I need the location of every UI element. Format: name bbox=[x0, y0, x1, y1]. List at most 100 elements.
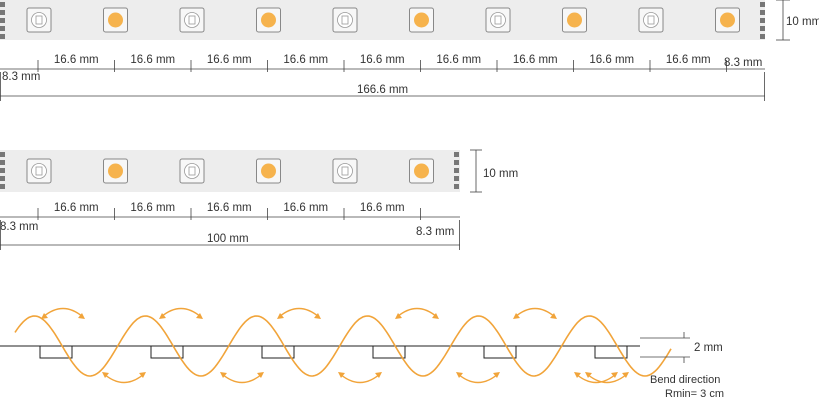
solder-pad bbox=[454, 160, 459, 165]
arrow-head bbox=[585, 372, 592, 378]
ic-chip-core bbox=[494, 15, 502, 25]
arrow-head bbox=[375, 372, 382, 378]
led-emitter bbox=[567, 12, 582, 28]
arrow-head bbox=[338, 372, 345, 378]
bend-diagram: 2 mm Bend direction Rmin= 3 cm bbox=[0, 307, 724, 400]
solder-pad bbox=[0, 176, 5, 181]
arrow-head bbox=[622, 372, 629, 378]
strip-1-pitch-ticks bbox=[37, 60, 727, 72]
pitch-label: 16.6 mm bbox=[436, 54, 481, 66]
bend-arrow-top bbox=[278, 307, 320, 318]
pitch-label: 16.6 mm bbox=[207, 202, 252, 214]
arrow-head bbox=[78, 313, 85, 319]
strip-2-pitch-labels: 16.6 mm 16.6 mm 16.6 mm 16.6 mm 16.6 mm bbox=[54, 202, 405, 214]
strip-segment bbox=[39, 345, 73, 359]
strip-segment bbox=[594, 345, 628, 359]
ic-chip-core bbox=[188, 15, 196, 25]
strip-2-pitch-ticks bbox=[37, 208, 421, 220]
bend-arrows bbox=[41, 307, 629, 384]
arrow-head bbox=[220, 372, 227, 378]
arrow-head bbox=[277, 313, 284, 319]
ic-chip-core bbox=[341, 15, 349, 25]
pitch-label: 16.6 mm bbox=[207, 54, 252, 66]
strip-1-right-pads bbox=[760, 2, 765, 39]
arrow-head bbox=[456, 372, 463, 378]
solder-pad bbox=[0, 10, 5, 15]
strip-1-left-pads bbox=[0, 2, 5, 39]
bend-arrow-bottom bbox=[457, 373, 499, 384]
arrow-head bbox=[611, 372, 618, 378]
strip-2-end-label-right: 8.3 mm bbox=[416, 226, 454, 238]
ic-chip-core bbox=[35, 15, 43, 25]
pitch-label: 16.6 mm bbox=[360, 202, 405, 214]
solder-pad bbox=[454, 168, 459, 173]
bend-arrow-bottom bbox=[103, 373, 145, 384]
arrow-head bbox=[493, 372, 500, 378]
solder-pad bbox=[0, 168, 5, 173]
arrow-head bbox=[395, 313, 402, 319]
bend-arrow-bottom bbox=[586, 373, 628, 384]
solder-pad bbox=[0, 2, 5, 7]
arrow-head bbox=[550, 313, 557, 319]
strip-1-pitch-labels: 16.6 mm 16.6 mm 16.6 mm 16.6 mm 16.6 mm 16.6 … bbox=[54, 54, 711, 66]
pitch-label: 16.6 mm bbox=[54, 202, 99, 214]
pitch-label: 16.6 mm bbox=[360, 54, 405, 66]
arrow-head bbox=[314, 313, 321, 319]
bend-arrow-top bbox=[514, 307, 556, 318]
strip-2-components bbox=[26, 158, 434, 184]
bend-arrow-top bbox=[160, 307, 202, 318]
strip-2-left-pads bbox=[0, 152, 5, 189]
solder-pad bbox=[0, 152, 5, 157]
solder-pad bbox=[760, 26, 765, 31]
arrow-head bbox=[159, 313, 166, 319]
arrow-head bbox=[139, 372, 146, 378]
arrow-head bbox=[513, 313, 520, 319]
solder-pad bbox=[0, 184, 5, 189]
bend-arrow-bottom bbox=[339, 373, 381, 384]
arrow-head bbox=[257, 372, 264, 378]
pitch-label: 16.6 mm bbox=[589, 54, 634, 66]
strip-1-total-label: 166.6 mm bbox=[357, 84, 408, 96]
led-emitter bbox=[720, 12, 735, 28]
bend-arrow-top bbox=[396, 307, 438, 318]
pitch-label: 16.6 mm bbox=[283, 54, 328, 66]
solder-pad bbox=[760, 10, 765, 15]
pitch-label: 16.6 mm bbox=[513, 54, 558, 66]
led-emitter bbox=[261, 163, 276, 179]
solder-pad bbox=[760, 2, 765, 7]
solder-pad bbox=[760, 34, 765, 39]
solder-pad bbox=[760, 18, 765, 23]
arrow-head bbox=[41, 313, 48, 319]
strip-segment bbox=[150, 345, 184, 359]
strip-2-total-label: 100 mm bbox=[207, 233, 249, 245]
strip-1-components bbox=[26, 7, 740, 33]
ic-chip-core bbox=[647, 15, 655, 25]
arrow-head bbox=[196, 313, 203, 319]
solder-pad bbox=[0, 160, 5, 165]
solder-pad bbox=[454, 176, 459, 181]
strip-2-body bbox=[0, 150, 460, 192]
led-emitter bbox=[108, 12, 123, 28]
solder-pad bbox=[0, 18, 5, 23]
bend-wave bbox=[14, 315, 672, 377]
ic-chip-core bbox=[35, 166, 43, 176]
pitch-label: 16.6 mm bbox=[130, 54, 175, 66]
pitch-label: 16.6 mm bbox=[283, 202, 328, 214]
bend-arrow-bottom bbox=[221, 373, 263, 384]
arrow-head bbox=[102, 372, 109, 378]
solder-pad bbox=[0, 34, 5, 39]
ic-chip-core bbox=[188, 166, 196, 176]
led-emitter bbox=[414, 163, 429, 179]
strip-1-end-label-right: 8.3 mm bbox=[724, 57, 762, 69]
pitch-label: 16.6 mm bbox=[130, 202, 175, 214]
bend-arrow-bottom bbox=[575, 373, 617, 384]
arrow-head bbox=[432, 313, 439, 319]
bend-arrow-top bbox=[42, 307, 84, 318]
strip-2-width-label: 10 mm bbox=[483, 168, 518, 180]
strip-2-end-label-left: 8.3 mm bbox=[0, 221, 38, 233]
strip-segment bbox=[483, 345, 517, 359]
bend-direction-label: Bend direction bbox=[650, 374, 720, 386]
